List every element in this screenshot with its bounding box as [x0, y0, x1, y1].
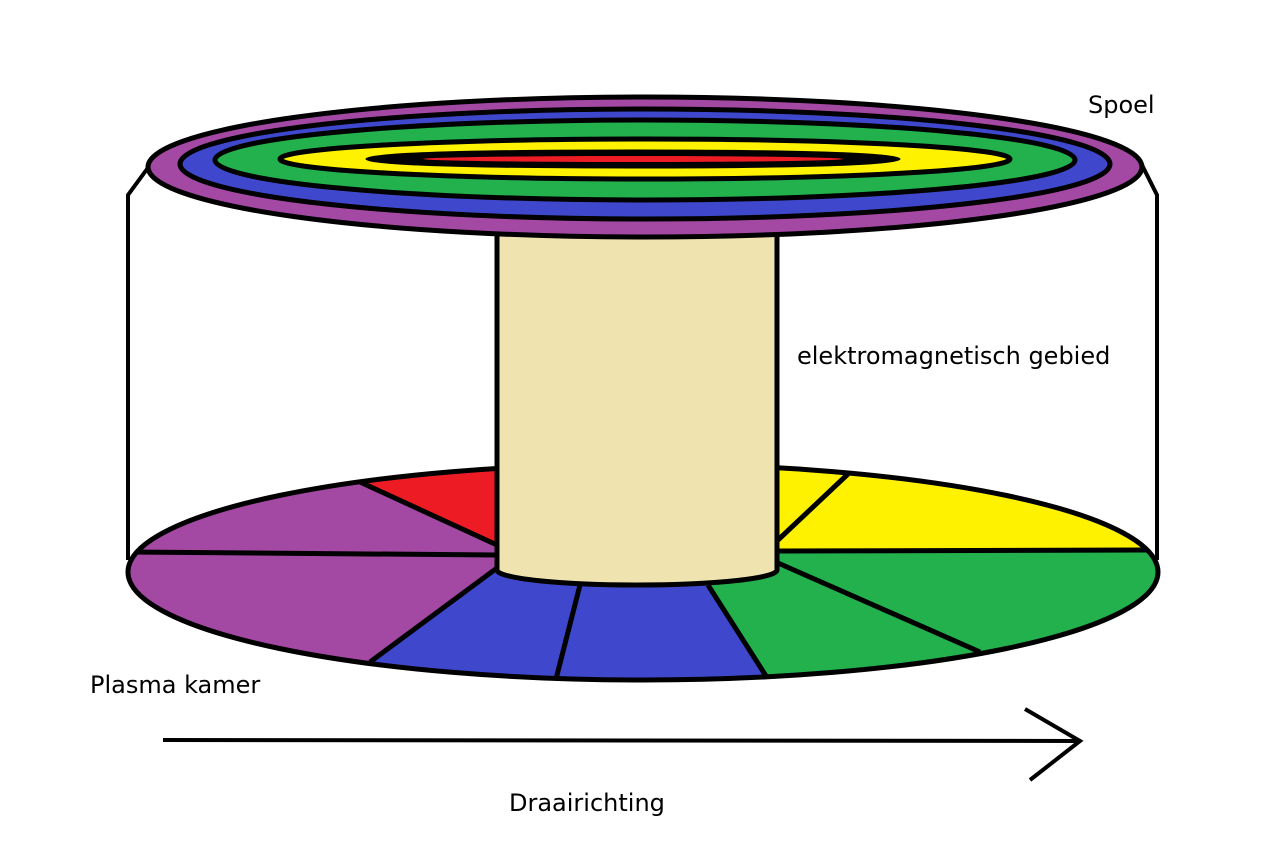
sector-yellow [778, 464, 1158, 551]
label-chamber: Plasma kamer [90, 671, 260, 699]
sector-green [708, 550, 1158, 680]
central-column [494, 227, 780, 588]
rotation-direction-arrow [162, 707, 1084, 782]
label-field: elektromagnetisch gebied [797, 342, 1110, 370]
coil-core-red [423, 156, 843, 162]
chamber-walls [126, 163, 1159, 560]
sector-dividers [128, 472, 1157, 680]
sector-blue [340, 568, 800, 680]
sector-red [300, 464, 497, 545]
label-coil: Spoel [1088, 91, 1155, 119]
label-direction: Draairichting [509, 789, 665, 817]
coil [145, 94, 1145, 240]
